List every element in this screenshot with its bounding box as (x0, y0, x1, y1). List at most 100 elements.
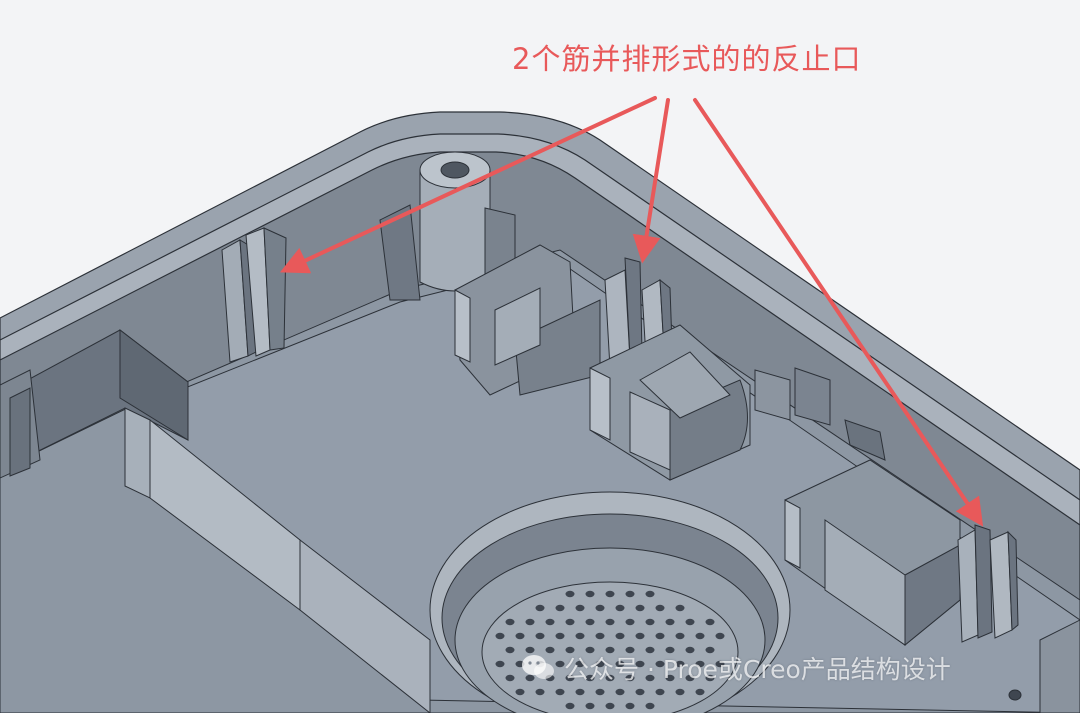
speaker-hole (645, 674, 655, 682)
right-wall-slots (754, 367, 886, 461)
speaker-hole (645, 590, 655, 598)
speaker-hole (575, 660, 585, 668)
speaker-hole (715, 632, 725, 640)
speaker-hole (585, 702, 595, 710)
speaker-hole (495, 660, 505, 668)
annotation-arrows (279, 96, 984, 527)
speaker-hole (645, 646, 655, 654)
speaker-hole (635, 688, 645, 696)
speaker-hole (585, 618, 595, 626)
speaker-hole (695, 632, 705, 640)
speaker-hole (705, 646, 715, 654)
speaker-hole (525, 674, 535, 682)
speaker-hole (645, 702, 655, 710)
speaker-hole (695, 688, 705, 696)
speaker-hole (565, 702, 575, 710)
speaker-hole (565, 590, 575, 598)
speaker-hole (605, 702, 615, 710)
speaker-hole (635, 632, 645, 640)
speaker-hole (605, 618, 615, 626)
speaker-hole (505, 674, 515, 682)
speaker-hole (615, 604, 625, 612)
speaker-hole (685, 674, 695, 682)
speaker-hole (625, 590, 635, 598)
speaker-hole (555, 688, 565, 696)
speaker-hole (675, 604, 685, 612)
speaker-hole (535, 688, 545, 696)
speaker-hole (505, 646, 515, 654)
speaker-hole (525, 618, 535, 626)
speaker-hole (565, 674, 575, 682)
rib-pair-left (221, 204, 421, 363)
speaker-hole (615, 688, 625, 696)
speaker-hole (545, 646, 555, 654)
wechat-icon (522, 655, 554, 679)
clip-boxes-top (454, 244, 601, 396)
watermark: 公众号 · Proe或Creo产品结构设计 (520, 650, 951, 686)
arrow-to-middle-ribs (632, 98, 670, 264)
speaker-hole (515, 688, 525, 696)
speaker-hole (625, 646, 635, 654)
annotation-label: 2个筋并排形式的的反止口 (512, 42, 862, 76)
speaker-hole (705, 618, 715, 626)
rib-pair-right (957, 524, 1019, 643)
arrow-to-left-ribs (279, 96, 657, 274)
speaker-hole (595, 632, 605, 640)
speaker-hole (585, 590, 595, 598)
speaker-hole (525, 646, 535, 654)
speaker-hole (665, 618, 675, 626)
speaker-hole (605, 590, 615, 598)
speaker-hole (575, 604, 585, 612)
speaker-hole (595, 660, 605, 668)
speaker-hole (545, 618, 555, 626)
speaker-hole (565, 618, 575, 626)
speaker-hole (655, 632, 665, 640)
speaker-hole (595, 604, 605, 612)
speaker-hole (585, 674, 595, 682)
speaker-hole (515, 632, 525, 640)
speaker-holes (495, 590, 725, 710)
speaker-hole (675, 632, 685, 640)
speaker-hole (605, 674, 615, 682)
speaker-hole (715, 660, 725, 668)
speaker-hole (655, 604, 665, 612)
speaker-hole (555, 660, 565, 668)
speaker-hole (585, 646, 595, 654)
speaker-hole (665, 646, 675, 654)
speaker-hole (535, 604, 545, 612)
speaker-hole (575, 688, 585, 696)
speaker-hole (615, 632, 625, 640)
speaker-hole (535, 632, 545, 640)
watermark-text: 公众号 · Proe或Creo产品结构设计 (564, 655, 951, 684)
speaker-hole (685, 646, 695, 654)
speaker-hole (645, 618, 655, 626)
speaker-hole (665, 674, 675, 682)
clip-box-right (784, 459, 961, 647)
speaker-hole (635, 660, 645, 668)
left-inner-wall (0, 328, 431, 713)
speaker-hole (655, 660, 665, 668)
speaker-hole (495, 632, 505, 640)
speaker-hole (635, 604, 645, 612)
speaker-hole (615, 660, 625, 668)
speaker-hole (685, 618, 695, 626)
speaker-hole (575, 632, 585, 640)
speaker-hole (505, 618, 515, 626)
speaker-hole (625, 702, 635, 710)
speaker-hole (695, 660, 705, 668)
clip-box-middle (589, 324, 751, 481)
speaker-hole (625, 618, 635, 626)
speaker-hole (675, 688, 685, 696)
speaker-hole (605, 646, 615, 654)
speaker-hole (705, 674, 715, 682)
speaker-hole (595, 688, 605, 696)
speaker-hole (555, 604, 565, 612)
speaker-hole (565, 646, 575, 654)
corner-detail (1008, 619, 1080, 713)
speaker-hole (655, 688, 665, 696)
speaker-hole (625, 674, 635, 682)
arrow-to-right-ribs (693, 98, 984, 527)
speaker-hole (555, 632, 565, 640)
speaker-hole (675, 660, 685, 668)
